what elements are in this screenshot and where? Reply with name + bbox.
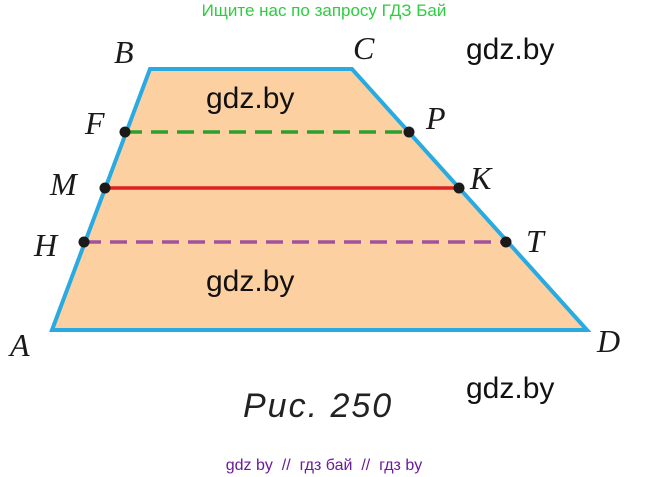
- label-t: T: [526, 223, 546, 259]
- point-t: [500, 236, 512, 248]
- watermark: gdz.by: [206, 82, 294, 115]
- label-h: H: [33, 227, 59, 263]
- label-p: P: [425, 100, 446, 136]
- top-banner: Ищите нас по запросу ГДЗ Бай: [202, 1, 447, 20]
- trapezoid-abcd: [49, 67, 592, 332]
- label-k: K: [469, 160, 493, 196]
- label-b: B: [114, 34, 134, 70]
- bottom-banner: gdz by // гдз бай // гдз by: [226, 457, 422, 474]
- label-a: A: [8, 327, 30, 363]
- label-d: D: [596, 323, 620, 359]
- watermark: gdz.by: [466, 33, 554, 66]
- label-c: C: [353, 30, 375, 66]
- point-m: [99, 182, 111, 194]
- point-k: [453, 182, 465, 194]
- figure-caption: Рис. 250: [243, 387, 393, 425]
- point-h: [78, 236, 90, 248]
- point-p: [403, 126, 415, 138]
- watermark: gdz.by: [206, 265, 294, 298]
- point-f: [119, 126, 131, 138]
- label-f: F: [84, 105, 105, 141]
- watermark: gdz.by: [466, 372, 554, 405]
- label-m: M: [49, 166, 79, 202]
